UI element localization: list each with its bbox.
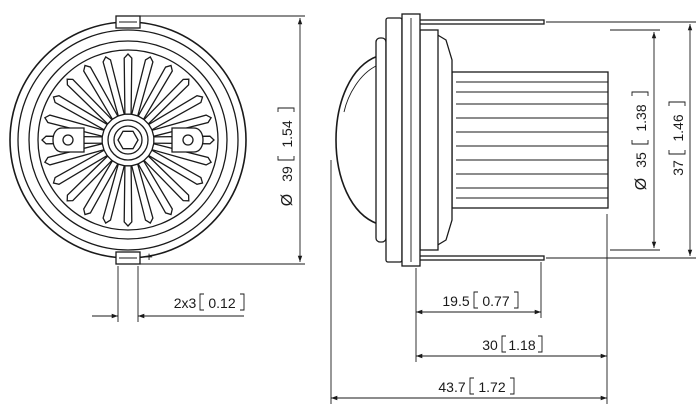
heatsink-fin: [130, 163, 154, 225]
heatsink-fin: [83, 64, 119, 121]
heatsink-fin: [151, 142, 213, 166]
heatsink-fin: [130, 55, 154, 117]
pin-spacing-inch: 0.12: [208, 295, 235, 311]
side-diameter-mm: 35: [633, 152, 649, 168]
depth-total-inch: 1.72: [478, 379, 505, 395]
heatsink-fin: [147, 95, 204, 131]
right-mount-eye: [171, 127, 204, 153]
rear-flange: [419, 29, 439, 251]
front-face: [37, 49, 219, 231]
side-height-mm: 37: [670, 160, 686, 176]
side-diameter-symbol: Ø: [633, 178, 650, 190]
heatsink-fin: [83, 159, 119, 216]
heatsink-fin: [143, 155, 190, 202]
side-diameter-inch: 1.38: [633, 104, 649, 131]
heatsink-fin: [137, 64, 173, 121]
heatsink-fin: [151, 114, 213, 138]
side-height-inch: 1.46: [670, 114, 686, 141]
side-view: [335, 13, 609, 267]
depth-mid-inch: 1.18: [508, 337, 535, 353]
pin-spacing-dimension: 2x3 0.12: [92, 266, 245, 322]
left-mount-eye: [52, 127, 85, 153]
lens-dome: [335, 55, 379, 225]
front-diameter-dimension: Ø 39 1.54: [140, 15, 305, 265]
front-view: +: [9, 15, 247, 265]
depth-dimensions: 19.5 0.77 30 1.18 43.7 1.72: [330, 160, 608, 404]
heatsink-fin: [143, 78, 190, 125]
heatsink-fin: [66, 78, 113, 125]
hex-socket-icon: [117, 130, 139, 150]
front-flange: [28, 40, 228, 240]
bezel-rim: [385, 17, 403, 263]
heatsink-fin: [147, 149, 204, 185]
lens-highlight: [343, 65, 377, 113]
front-diameter-mm: 39: [279, 166, 295, 182]
heatsink-fin: [66, 155, 113, 202]
depth-body-inch: 0.77: [482, 293, 509, 309]
front-diameter-symbol: Ø: [279, 194, 296, 206]
bottom-pin: [415, 255, 545, 261]
depth-mid-mm: 30: [482, 337, 498, 353]
side-diameter-dimension: Ø 35 1.38: [610, 29, 660, 251]
pin-spacing-mm: 2x3: [174, 295, 197, 311]
heatsink-fin: [52, 149, 109, 185]
depth-body-mm: 19.5: [442, 293, 469, 309]
top-terminal-tab: [115, 15, 141, 29]
heatsink-fin: [123, 165, 133, 227]
front-rim-inner: [17, 29, 239, 251]
heatsink-fin: [123, 53, 133, 115]
polarity-mark: +: [145, 249, 153, 264]
heatsink-fin: [102, 55, 126, 117]
side-height-dimension: 37 1.46: [546, 21, 696, 259]
bezel-front: [375, 37, 387, 243]
heatsink-fin: [52, 95, 109, 131]
heatsink-fin-lines: [456, 81, 608, 199]
depth-total-mm: 43.7: [438, 379, 465, 395]
heatsink-fin: [43, 114, 105, 138]
heatsink-fin: [137, 159, 173, 216]
bottom-terminal-tab: [115, 251, 141, 265]
heatsink-fin: [43, 142, 105, 166]
top-pin: [415, 19, 545, 25]
hub-ring: [113, 125, 143, 155]
heatsink-fin: [102, 163, 126, 225]
front-diameter-inch: 1.54: [279, 120, 295, 147]
